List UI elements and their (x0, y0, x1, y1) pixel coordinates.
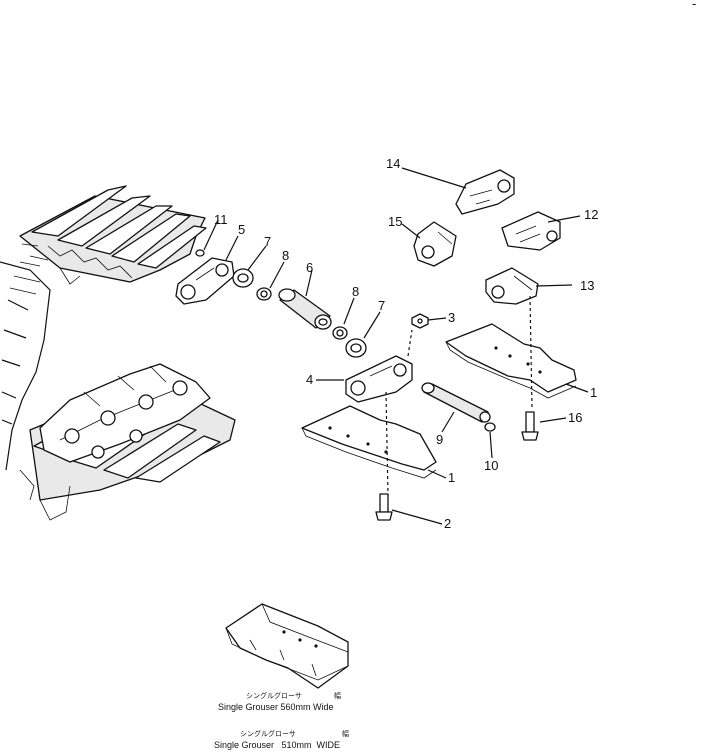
part-master-link-left (413, 221, 457, 267)
part-bolt-16 (521, 411, 539, 441)
part-seal-7b (345, 338, 367, 358)
part-shoe-right (445, 295, 577, 409)
variant-1-label: Single Grouser 560mm Wide (218, 702, 334, 712)
callout-15: 15 (388, 214, 402, 229)
part-master-link-top (455, 169, 515, 215)
part-pin-small (195, 249, 205, 257)
callout-13: 13 (580, 278, 594, 293)
callout-14: 14 (386, 156, 400, 171)
part-bolt-2 (375, 493, 393, 521)
callout-3: 3 (448, 310, 455, 325)
callout-4: 4 (306, 372, 313, 387)
part-master-link-13 (485, 267, 539, 305)
variant-2-jp: シングルグローサ (240, 729, 296, 738)
callout-9: 9 (436, 432, 443, 447)
part-master-link-right (501, 211, 561, 251)
part-nut (411, 313, 429, 329)
callout-1a: 1 (590, 385, 597, 400)
callout-7b: 7 (378, 298, 385, 313)
callout-8b: 8 (352, 284, 359, 299)
part-plug (484, 422, 496, 432)
callout-12: 12 (584, 207, 598, 222)
callout-labels: 14 15 12 13 11 5 7 8 6 3 8 7 4 1 16 9 10… (214, 0, 696, 531)
variant-1-size-jp: 幅 (334, 691, 341, 700)
callout-1b: 1 (448, 470, 455, 485)
callout-11: 11 (214, 212, 228, 227)
part-seal-7a (232, 268, 254, 288)
variant-1-jp: シングルグローサ (246, 691, 302, 700)
part-bushing (278, 288, 332, 330)
single-grouser-shoe (225, 603, 349, 689)
corner-mark: - (692, 0, 696, 11)
part-pin (421, 382, 491, 423)
callout-16: 16 (568, 410, 582, 425)
callout-2: 2 (444, 516, 451, 531)
callout-8a: 8 (282, 248, 289, 263)
callout-6: 6 (306, 260, 313, 275)
track-assembly (0, 185, 236, 521)
callout-5: 5 (238, 222, 245, 237)
part-spacer-8b (332, 326, 348, 340)
variant-2-label: Single Grouser 510mm WIDE (214, 740, 340, 750)
variant-2-size-jp: 幅 (342, 729, 349, 738)
part-spacer-8a (256, 287, 272, 301)
part-link-4 (345, 355, 413, 403)
callout-7a: 7 (264, 234, 271, 249)
part-shoe-center (301, 329, 437, 497)
callout-10: 10 (484, 458, 498, 473)
variant-captions: シングルグローサ 幅 Single Grouser 560mm Wide シング… (214, 691, 349, 750)
leader-lines (203, 167, 589, 525)
part-link (175, 257, 235, 305)
